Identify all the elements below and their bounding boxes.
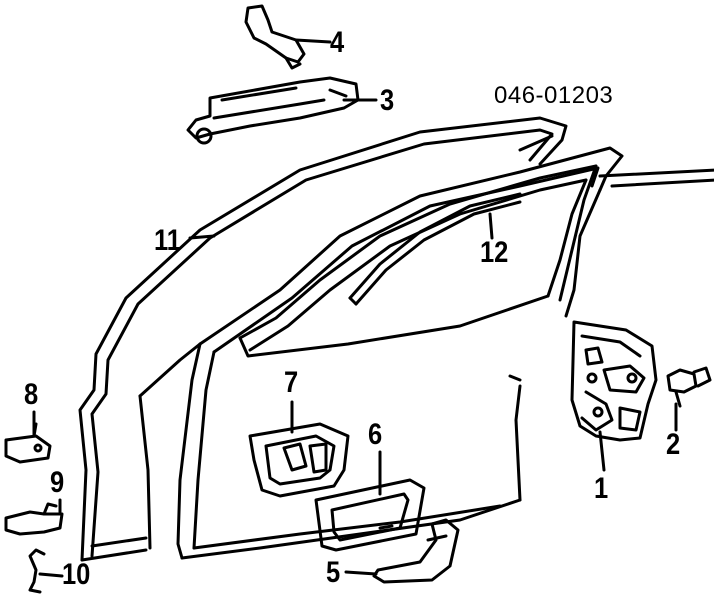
callout-6: 6 xyxy=(368,418,383,451)
callout-1: 1 xyxy=(594,472,609,505)
door-frame xyxy=(138,146,714,560)
weatherstrip-outer xyxy=(78,116,568,562)
door-hinge-part xyxy=(186,76,360,145)
part-number-label: 046-01203 xyxy=(494,82,614,109)
callout-12: 12 xyxy=(480,236,509,269)
striker-bolt-part xyxy=(666,366,712,408)
spring-rod-part xyxy=(28,548,46,594)
handle-bezel-part xyxy=(314,478,426,552)
callout-9: 9 xyxy=(50,466,65,499)
hinge-pin-part xyxy=(244,4,306,70)
callout-11: 11 xyxy=(154,224,181,257)
callout-4: 4 xyxy=(330,26,345,59)
clip-part-8 xyxy=(4,422,52,464)
inner-handle-housing-part xyxy=(248,422,350,498)
callout-10: 10 xyxy=(62,558,91,591)
callout-3: 3 xyxy=(380,84,395,117)
callout-2: 2 xyxy=(666,428,681,461)
door-latch-part xyxy=(570,320,658,442)
callout-7: 7 xyxy=(284,366,299,399)
clip-part-9 xyxy=(4,502,64,536)
callout-5: 5 xyxy=(326,556,341,589)
callout-8: 8 xyxy=(24,378,39,411)
door-handle-part xyxy=(372,518,460,584)
window-run-channel xyxy=(238,164,598,358)
leader-lines xyxy=(32,38,678,578)
